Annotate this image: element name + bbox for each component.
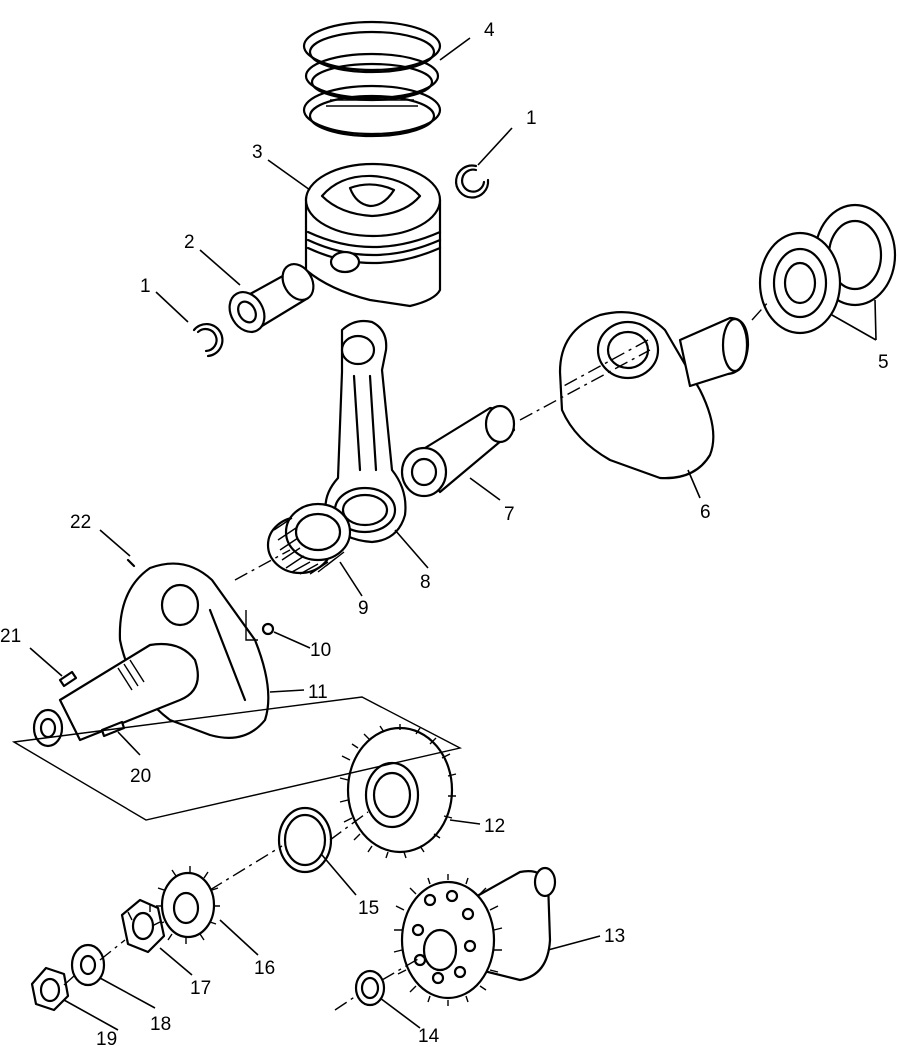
- callout-12: 12: [484, 816, 505, 837]
- callout-19: 19: [96, 1029, 117, 1047]
- part-drive-gear: [339, 724, 457, 859]
- callout-1-right: 1: [526, 108, 537, 129]
- leader-lines: [29, 37, 877, 1031]
- callout-4: 4: [484, 20, 495, 41]
- part-balance-shaft: [393, 866, 557, 1006]
- callout-5: 5: [878, 352, 889, 373]
- callout-18: 18: [150, 1014, 171, 1035]
- callout-15: 15: [358, 898, 379, 919]
- part-plug-10: [261, 622, 275, 636]
- callout-9: 9: [358, 598, 369, 619]
- callout-14: 14: [418, 1026, 440, 1047]
- callout-21: 21: [0, 626, 21, 647]
- callout-10: 10: [310, 640, 331, 661]
- callout-6: 6: [700, 502, 711, 523]
- callout-22: 22: [70, 512, 91, 533]
- part-main-bearings: [758, 203, 897, 335]
- part-shim: [354, 969, 386, 1007]
- callout-16: 16: [254, 958, 275, 979]
- part-castle-nut: [120, 898, 166, 954]
- callout-8: 8: [420, 572, 431, 593]
- callout-17: 17: [190, 978, 211, 999]
- callout-2: 2: [184, 232, 195, 253]
- part-crankshaft-right: [558, 311, 750, 480]
- part-hex-nut: [30, 966, 70, 1012]
- part-crank-pin: [400, 404, 516, 498]
- part-needle-bearing: [266, 502, 352, 575]
- callout-11: 11: [308, 682, 328, 703]
- part-piston-pin: [228, 263, 315, 334]
- assembly-axis-lines: [63, 299, 771, 1011]
- part-small-gear: [156, 866, 220, 944]
- part-piston: [304, 162, 442, 308]
- part-crankshaft-left: [32, 562, 270, 748]
- part-washer: [70, 943, 106, 987]
- callout-1-left: 1: [140, 276, 151, 297]
- part-circlip-right: [454, 164, 490, 199]
- part-key-22: [126, 558, 136, 568]
- part-piston-rings: [302, 20, 442, 138]
- group-bracket: [11, 696, 463, 821]
- part-key-21: [58, 670, 78, 688]
- callout-7: 7: [504, 504, 515, 525]
- part-circlip-left: [192, 323, 224, 358]
- callout-13: 13: [604, 926, 625, 947]
- part-thrust-washer: [277, 806, 333, 874]
- callout-20: 20: [130, 766, 151, 787]
- part-connecting-rod: [324, 319, 407, 544]
- callout-3: 3: [252, 142, 263, 163]
